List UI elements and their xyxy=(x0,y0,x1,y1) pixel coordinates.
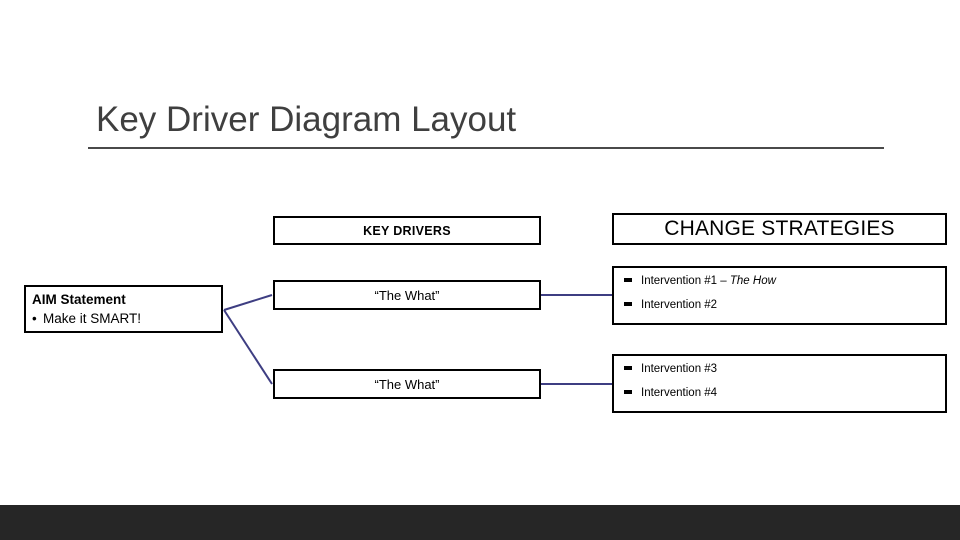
header-change-strategies: CHANGE STRATEGIES xyxy=(612,213,947,245)
change-strategy-item: Intervention #4 xyxy=(624,386,945,410)
key-driver-box-2: “The What” xyxy=(273,369,541,399)
header-key-drivers-label: KEY DRIVERS xyxy=(363,223,451,238)
square-bullet-icon xyxy=(624,389,632,394)
aim-statement-title: AIM Statement xyxy=(32,292,126,307)
header-change-strategies-label: CHANGE STRATEGIES xyxy=(664,217,895,240)
change-strategy-item: Intervention #1 – The How xyxy=(624,274,945,298)
change-strategy-item: Intervention #3 xyxy=(624,362,945,386)
aim-statement-bullet-item: • Make it SMART! xyxy=(32,309,215,328)
square-bullet-icon xyxy=(624,277,632,282)
square-bullet-icon xyxy=(624,301,632,306)
key-driver-label-1: “The What” xyxy=(374,287,440,303)
change-strategy-text: Intervention #1 – xyxy=(641,275,730,287)
change-strategy-emphasis: The How xyxy=(729,275,776,287)
aim-statement-box: AIM Statement • Make it SMART! xyxy=(24,285,223,333)
change-strategy-text: Intervention #4 xyxy=(641,387,718,399)
connector-aim-to-key-driver-1 xyxy=(223,294,273,311)
change-strategy-text: Intervention #2 xyxy=(641,299,718,311)
title-divider xyxy=(88,147,884,149)
header-key-drivers: KEY DRIVERS xyxy=(273,216,541,245)
page-title: Key Driver Diagram Layout xyxy=(96,100,517,139)
aim-statement-bullet-text: Make it SMART! xyxy=(43,311,142,326)
bullet-dot-icon: • xyxy=(32,311,37,326)
change-strategy-item: Intervention #2 xyxy=(624,298,945,322)
key-driver-label-2: “The What” xyxy=(374,376,440,392)
square-bullet-icon xyxy=(624,365,632,370)
change-strategy-text: Intervention #3 xyxy=(641,363,718,375)
connector-aim-to-key-driver-2 xyxy=(223,309,273,385)
key-driver-box-1: “The What” xyxy=(273,280,541,310)
change-strategy-box-2: Intervention #3 Intervention #4 xyxy=(612,354,947,413)
change-strategy-box-1: Intervention #1 – The How Intervention #… xyxy=(612,266,947,325)
footer-bar xyxy=(0,505,960,540)
